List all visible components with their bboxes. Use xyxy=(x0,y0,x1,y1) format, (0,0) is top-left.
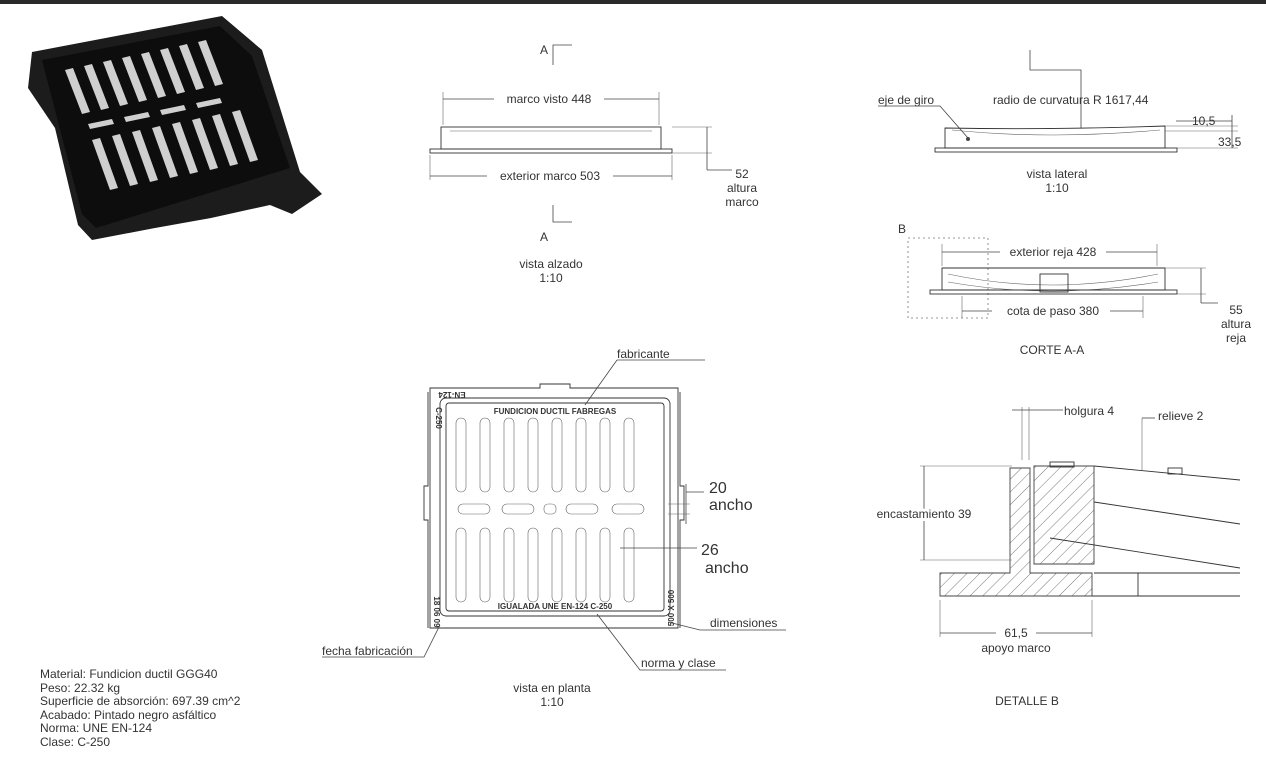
detail-mark-b: B xyxy=(898,222,906,236)
label-encastamiento: encastamiento 39 xyxy=(877,507,972,521)
label-fabricante: fabricante xyxy=(617,347,670,361)
dim-apoyo-value: 61,5 xyxy=(1004,626,1028,640)
cast-text-top: FUNDICION DUCTIL FABREGAS xyxy=(494,407,617,416)
grate-3d-render xyxy=(28,16,322,240)
vista-alzado: A A marco visto 448 exterior marco 503 5… xyxy=(429,43,759,285)
scale-vista-planta: 1:10 xyxy=(540,695,564,709)
planta-slots xyxy=(455,417,645,603)
scale-vista-lateral: 1:10 xyxy=(1045,181,1069,195)
section-mark-a-top: A xyxy=(540,43,548,57)
cast-size: 500 X 500 xyxy=(667,589,676,626)
cast-class: C-250 xyxy=(434,407,443,429)
dim-altura-marco-label2: marco xyxy=(725,195,759,209)
dim-10-5: 10,5 xyxy=(1192,114,1216,128)
dim-exterior-reja: exterior reja 428 xyxy=(1010,245,1097,259)
dim-altura-reja-label2: reja xyxy=(1226,331,1246,345)
spec-acabado: Acabado: Pintado negro asfáltico xyxy=(40,707,217,722)
spec-superficie: Superficie de absorción: 697.39 cm^2 xyxy=(40,694,241,709)
grate-slots xyxy=(65,40,258,190)
caption-detalle-b: DETALLE B xyxy=(995,694,1059,708)
dim-marco-visto: marco visto 448 xyxy=(507,92,592,106)
dim-cota-paso: cota de paso 380 xyxy=(1007,304,1099,318)
dim-20-value: 20 xyxy=(709,480,727,497)
scale-vista-alzado: 1:10 xyxy=(539,271,563,285)
dim-altura-marco-label1: altura xyxy=(727,181,757,195)
section-mark-a-bottom: A xyxy=(540,230,548,244)
label-radio-curvatura: radio de curvatura R 1617,44 xyxy=(993,93,1149,107)
cast-date: 18 06 09 xyxy=(432,596,441,628)
label-norma-clase: norma y clase xyxy=(641,656,716,670)
caption-vista-planta: vista en planta xyxy=(513,681,591,695)
vista-en-planta: FUNDICION DUCTIL FABREGAS IGUALADA UNE E… xyxy=(322,347,786,709)
caption-vista-lateral: vista lateral xyxy=(1027,167,1088,181)
spec-clase: Clase: C-250 xyxy=(40,734,111,749)
dim-26-label: ancho xyxy=(705,560,749,577)
spec-material: Material: Fundicion ductil GGG40 xyxy=(40,667,218,681)
label-holgura: holgura 4 xyxy=(1064,404,1114,418)
label-dimensiones: dimensiones xyxy=(710,616,777,630)
cast-en-124: EN-124 xyxy=(438,390,466,399)
caption-vista-alzado: vista alzado xyxy=(519,257,583,271)
spec-norma: Norma: UNE EN-124 xyxy=(40,721,153,736)
cast-text-bottom: IGUALADA UNE EN-124 C-250 xyxy=(498,602,613,611)
label-relieve: relieve 2 xyxy=(1158,409,1204,423)
spec-peso: Peso: 22.32 kg xyxy=(40,680,121,695)
label-eje-giro: eje de giro xyxy=(878,93,934,107)
top-border xyxy=(0,0,1266,4)
dim-exterior-marco: exterior marco 503 xyxy=(500,169,600,183)
dim-20-label: ancho xyxy=(709,497,753,514)
caption-corte-a-a: CORTE A-A xyxy=(1020,343,1084,357)
vista-lateral: radio de curvatura R 1617,44 eje de giro… xyxy=(878,50,1242,195)
dim-altura-reja-value: 55 xyxy=(1229,303,1243,317)
detalle-b: holgura 4 relieve 2 encastamiento 39 61,… xyxy=(874,404,1241,708)
dim-apoyo-label: apoyo marco xyxy=(981,641,1051,655)
label-fecha-fabricacion: fecha fabricación xyxy=(322,644,413,658)
dim-33-5: 33,5 xyxy=(1218,135,1242,149)
corte-a-a: B exterior reja 428 cota de paso 380 55 … xyxy=(898,222,1251,357)
specs-block: Material: Fundicion ductil GGG40 Peso: 2… xyxy=(40,667,241,750)
dim-altura-reja-label1: altura xyxy=(1221,317,1251,331)
dim-26-value: 26 xyxy=(701,542,719,559)
dim-altura-marco-value: 52 xyxy=(735,167,749,181)
